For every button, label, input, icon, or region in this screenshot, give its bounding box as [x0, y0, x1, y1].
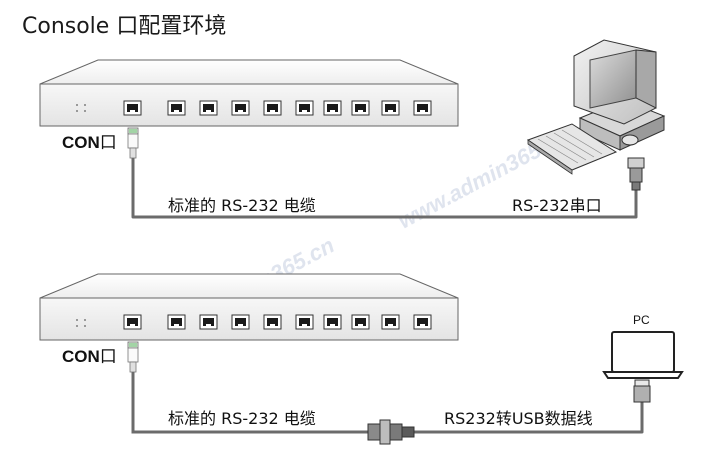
desktop-pc: [526, 39, 666, 191]
laptop-pc: [602, 331, 684, 403]
serial-port-label: RS-232串口: [512, 196, 602, 215]
switch-bottom: [39, 273, 459, 341]
con-label-top: CON: [62, 133, 100, 152]
diagram-title: Console 口配置环境: [22, 14, 227, 39]
con-suffix-bottom: 口: [99, 347, 117, 366]
con-suffix-top: 口: [99, 133, 117, 152]
usb-adapter: [367, 419, 415, 445]
cable-bottom: [127, 341, 644, 434]
cable-label-bottom: 标准的 RS-232 电缆: [168, 409, 316, 428]
usb-cable-label: RS232转USB数据线: [444, 409, 593, 428]
cable-top: [127, 127, 638, 219]
con-port-label-bottom: CON口: [62, 342, 117, 367]
cable-label-top: 标准的 RS-232 电缆: [168, 196, 316, 215]
switch-top: [39, 59, 459, 127]
con-port-label-top: CON口: [62, 128, 117, 153]
con-label-bottom: CON: [62, 347, 100, 366]
pc-label: PC: [633, 313, 650, 327]
